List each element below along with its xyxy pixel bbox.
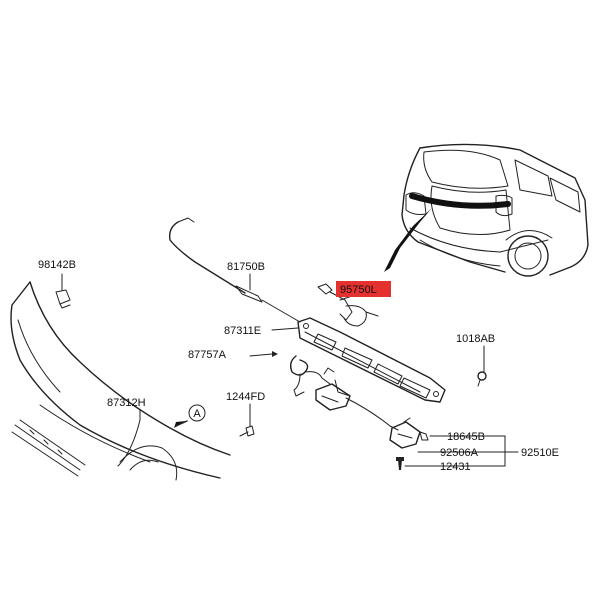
- license-lamp-92506a: [389, 417, 421, 449]
- part-label-81750b: 81750B: [227, 261, 265, 273]
- callout-a-marker: A: [174, 404, 206, 428]
- part-label-87312h: 87312H: [107, 397, 146, 409]
- highlight-box: [336, 281, 391, 297]
- clip-98142b-part: [55, 289, 71, 309]
- part-label-87757a: 87757A: [188, 349, 227, 361]
- switch-95750l-part: [317, 283, 379, 327]
- tailgate-garnish-panel: [10, 281, 231, 481]
- fastener-87757a: [249, 351, 278, 357]
- part-label-1244fd: 1244FD: [226, 391, 265, 403]
- bolt-1244fd: [239, 425, 255, 437]
- handle-assembly-87311e: [297, 317, 446, 403]
- part-label-18645b: 18645B: [447, 431, 485, 443]
- release-cable-81750b: [168, 217, 301, 323]
- wiring-harness: [289, 355, 351, 397]
- screw-12431: [396, 457, 404, 470]
- nut-1018ab: [477, 371, 487, 387]
- leader-lines: [61, 273, 519, 467]
- part-label-1018ab: 1018AB: [456, 333, 495, 345]
- part-label-95750l: 95750L: [340, 284, 377, 296]
- part-label-92510e: 92510E: [521, 447, 559, 459]
- part-label-87311e: 87311E: [224, 325, 261, 337]
- part-label-98142b: 98142B: [38, 259, 76, 271]
- callout-a-label: A: [193, 408, 201, 420]
- latch-unit: [315, 383, 399, 431]
- part-label-92506a: 92506A: [440, 447, 479, 459]
- vehicle-rear-illustration: [384, 143, 589, 277]
- bulb-18645b: [419, 431, 429, 441]
- part-label-12431: 12431: [440, 461, 471, 473]
